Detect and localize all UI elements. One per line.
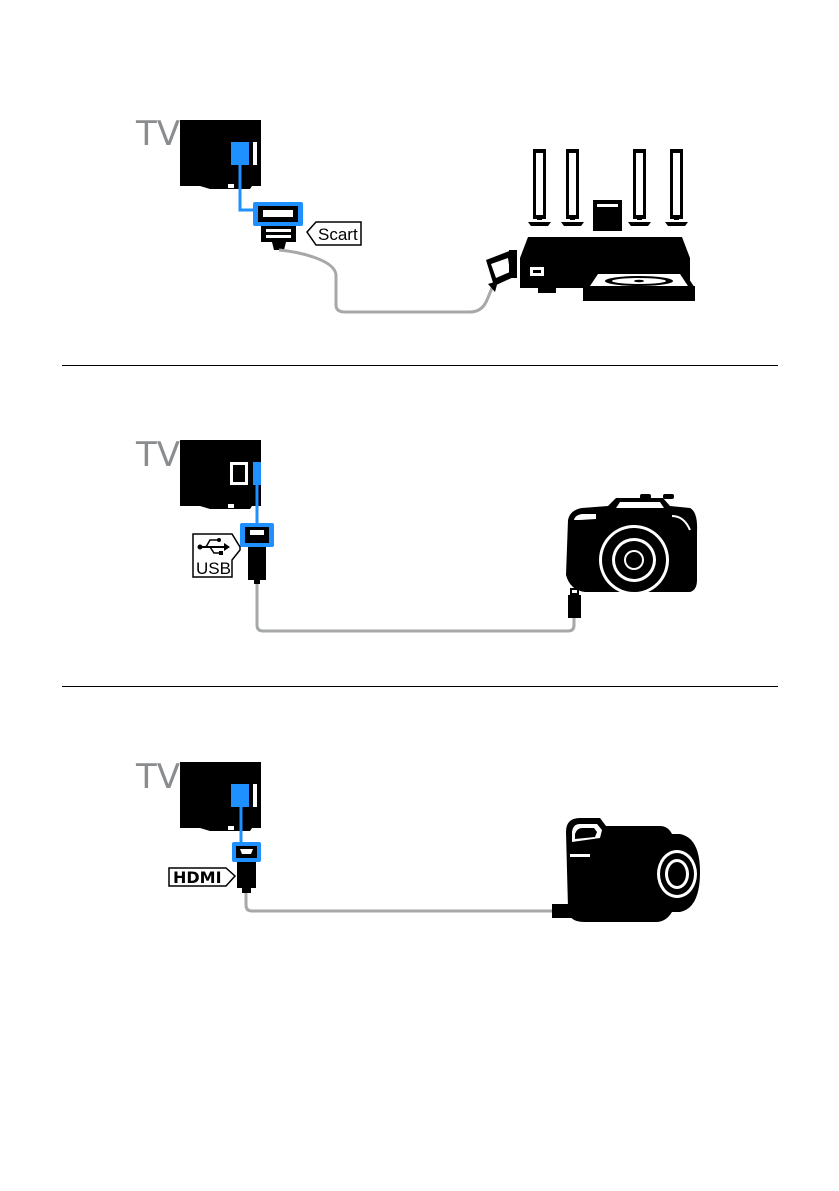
mini-usb-plug-icon (568, 588, 581, 618)
section-divider (62, 365, 778, 366)
tv-icon (180, 762, 261, 831)
camcorder-icon (566, 818, 700, 922)
tv-icon (180, 120, 261, 189)
scart-connection-diagram: TV Scart (0, 100, 839, 330)
hdmi-cable (246, 893, 553, 911)
hdmi-connector-icon (232, 842, 261, 893)
usb-connection-diagram: TV USB (0, 420, 839, 650)
svg-text:USB: USB (196, 559, 231, 578)
svg-text:Scart: Scart (318, 225, 358, 244)
tv-icon (180, 440, 261, 509)
scart-connector-icon (253, 202, 303, 250)
scart-label: Scart (307, 222, 361, 245)
tv-label: TV (135, 114, 180, 154)
hdmi-connection-diagram: TV HDMI (0, 742, 839, 962)
home-theater-icon (520, 149, 695, 301)
hdmi-label: HDMI (169, 868, 235, 887)
scart-cable (279, 250, 492, 312)
section-divider (62, 686, 778, 687)
usb-label: USB (193, 534, 240, 578)
scart-plug-device-end (486, 250, 517, 292)
tv-label: TV (135, 757, 180, 797)
usb-connector-icon (240, 523, 274, 584)
svg-text:HDMI: HDMI (173, 868, 222, 887)
digital-camera-icon (566, 494, 697, 595)
usb-cable (257, 584, 574, 631)
tv-label: TV (135, 435, 180, 475)
